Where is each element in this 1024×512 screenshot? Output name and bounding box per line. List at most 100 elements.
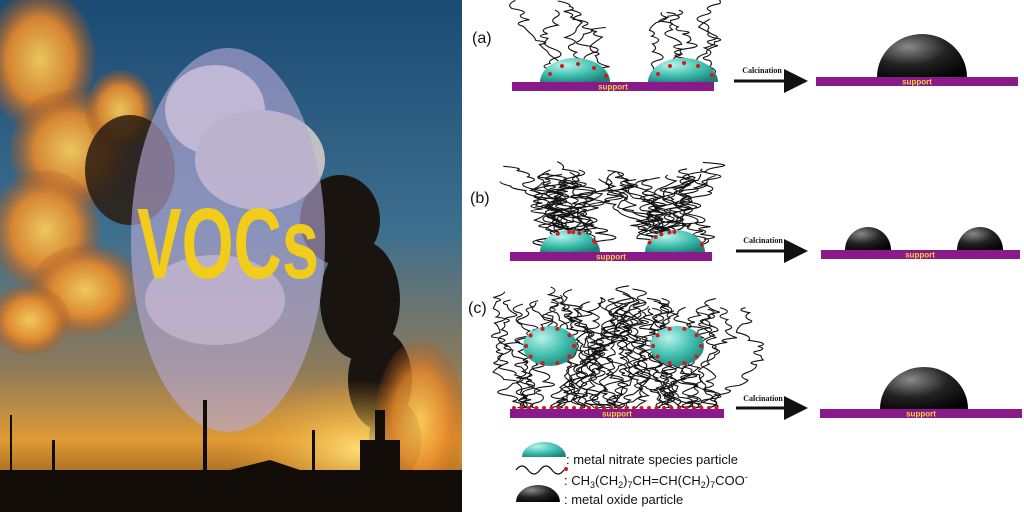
ligand-chain	[557, 0, 585, 65]
anchor-dot	[548, 72, 552, 76]
ligand-chain	[658, 12, 691, 64]
vocs-photo: VOCs	[0, 0, 462, 512]
panel-b-label: (b)	[470, 190, 490, 207]
ligand-chain	[570, 9, 599, 69]
ligand-chain	[648, 306, 702, 409]
legend-ligand-icon	[515, 465, 565, 475]
highlight-ellipse	[131, 48, 325, 432]
ligand-chain	[528, 174, 568, 235]
anchor-dot	[647, 240, 652, 245]
anchor-dot	[656, 72, 660, 76]
nitrate-particle-c1	[523, 326, 577, 366]
vocs-photo-art: VOCs	[0, 0, 462, 512]
anchor-dot	[577, 231, 582, 236]
legend: : metal nitrate species particle : CH3(C…	[515, 442, 748, 507]
result-support-bar-c	[820, 409, 1022, 418]
anchor-dots-a	[548, 61, 714, 78]
anchor-dot	[528, 333, 533, 338]
anchor-dot	[576, 62, 580, 66]
anchor-dot	[567, 333, 572, 338]
ligand-chain	[684, 307, 738, 409]
result-support-bar-b	[821, 250, 1020, 259]
ligand-chain	[695, 306, 720, 409]
ligand-chain	[669, 9, 698, 67]
anchor-dot	[567, 354, 572, 359]
ligand-chain	[542, 169, 587, 236]
anchor-dot	[651, 344, 655, 348]
result-support-label-a: support	[902, 78, 932, 87]
anchor-dot	[567, 230, 572, 235]
nitrate-particle-a2	[648, 58, 718, 82]
ligand-chain	[574, 184, 630, 242]
anchor-dot	[555, 231, 560, 236]
anchor-dot	[604, 74, 608, 78]
panel-b: (b) support Calcination support	[470, 161, 1020, 263]
oxide-particle-b2	[957, 227, 1003, 250]
support-bar-b	[510, 252, 712, 261]
anchor-dot	[653, 234, 658, 239]
anchor-dot	[710, 73, 714, 77]
industrial-silhouette	[0, 400, 462, 512]
ligand-chain	[627, 297, 670, 409]
ligand-chain	[633, 310, 686, 409]
anchor-dot	[682, 326, 687, 331]
ligand-chain	[492, 291, 528, 409]
ligand-chain	[606, 177, 663, 245]
anchor-dot	[668, 64, 672, 68]
calcination-label-c: Calcination	[743, 394, 783, 403]
ligand-chain	[707, 307, 765, 409]
vocs-headline: VOCs	[137, 188, 319, 300]
legend-oxide-text: : metal oxide particle	[564, 492, 683, 507]
ligand-chain	[657, 175, 694, 237]
ligand-chain	[648, 168, 698, 235]
ligand-chain	[577, 301, 600, 409]
ligand-chain	[578, 314, 631, 409]
ligand-chain	[558, 179, 596, 241]
support-label-b: support	[596, 253, 626, 262]
anchor-dot	[699, 242, 704, 247]
ligand-chain	[601, 302, 667, 409]
anchor-dot	[540, 326, 545, 331]
ligand-chain	[653, 181, 689, 233]
anchor-dot	[682, 61, 686, 65]
legend-nitrate-icon	[522, 442, 566, 457]
anchor-dot	[540, 361, 545, 366]
oxide-particle-b1	[845, 227, 891, 250]
ligand-chain	[583, 297, 621, 409]
anchor-dot	[555, 326, 560, 331]
panel-c-label: (c)	[468, 300, 487, 317]
ligand-chains-a	[509, 0, 722, 77]
panel-a: (a) support Calcination support	[472, 0, 1018, 93]
ligand-chain	[549, 301, 589, 409]
support-label-c: support	[602, 410, 632, 419]
ligand-chain	[641, 177, 675, 233]
ligand-chain	[539, 9, 562, 75]
oxide-particle-c	[880, 367, 968, 409]
anchor-dot	[571, 230, 576, 235]
ligand-chain	[509, 0, 563, 67]
ligand-chain	[663, 168, 722, 235]
ligand-chain	[546, 286, 589, 409]
calcination-label-b: Calcination	[743, 236, 783, 245]
result-support-label-b: support	[905, 251, 935, 260]
support-bar-c	[510, 409, 724, 418]
ligand-chain	[648, 11, 677, 75]
nitrate-particle-b1	[540, 230, 600, 252]
anchor-dot	[672, 230, 677, 235]
anchor-dot	[659, 232, 664, 237]
ligand-chain	[557, 297, 613, 409]
ligand-chain	[620, 178, 662, 238]
panel-a-label: (a)	[472, 30, 492, 47]
diagram-svg: (a) support Calcination support (b) supp…	[468, 0, 1022, 507]
legend-ligand-formula: : CH3(CH2)7CH=CH(CH2)7COO-	[564, 472, 748, 490]
anchor-dot	[572, 344, 576, 348]
anchor-dot	[560, 64, 564, 68]
ligand-chain	[549, 288, 601, 409]
ligand-chains-b	[499, 161, 725, 248]
ligand-chain	[665, 161, 725, 233]
ligand-chain	[606, 295, 640, 409]
anchor-dots-b	[555, 230, 704, 247]
panel-c: (c) support Calcination support	[468, 285, 1022, 420]
anchor-dot	[699, 344, 703, 348]
nitrate-particle-a1	[540, 58, 610, 82]
